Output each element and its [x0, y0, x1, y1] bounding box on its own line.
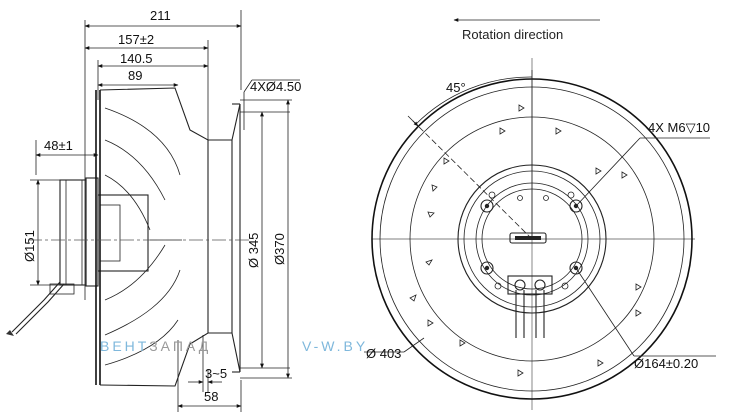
- watermark-brand-part2: ЗАПАД: [149, 338, 211, 354]
- dim-overall-depth: 211: [150, 8, 171, 23]
- dim-dia-164: Ø164±0.20: [634, 356, 698, 371]
- dim-dia-370: Ø370: [272, 233, 287, 265]
- dim-hub-dia: Ø151: [22, 230, 37, 262]
- dim-thread-spec: 4X M6▽10: [648, 120, 710, 135]
- watermark-site: V-W.BY: [302, 338, 368, 354]
- dim-depth-157: 157±2: [118, 32, 154, 47]
- dim-dia-403: Ø 403: [366, 346, 401, 361]
- dim-angle: 45°: [446, 80, 466, 95]
- dim-hole-spec: 4XØ4.50: [250, 79, 301, 94]
- dim-depth-89: 89: [128, 68, 142, 83]
- svg-text:ВЕНТЗАПАД: ВЕНТЗАПАД: [100, 338, 211, 354]
- side-view: 211 157±2 140.5 89 48±1 Ø151: [6, 8, 301, 412]
- watermark-brand-part1: ВЕНТ: [100, 338, 149, 354]
- rotation-direction-label: Rotation direction: [462, 27, 563, 42]
- dim-gap-3-5: 3~5: [205, 366, 227, 381]
- dim-dia-345: Ø 345: [246, 233, 261, 268]
- dim-depth-140: 140.5: [120, 51, 153, 66]
- front-view: Rotation direction: [364, 18, 716, 410]
- watermark: ВЕНТЗАПАД V-W.BY: [100, 338, 368, 354]
- dim-depth-58: 58: [204, 389, 218, 404]
- dim-flange-48: 48±1: [44, 138, 73, 153]
